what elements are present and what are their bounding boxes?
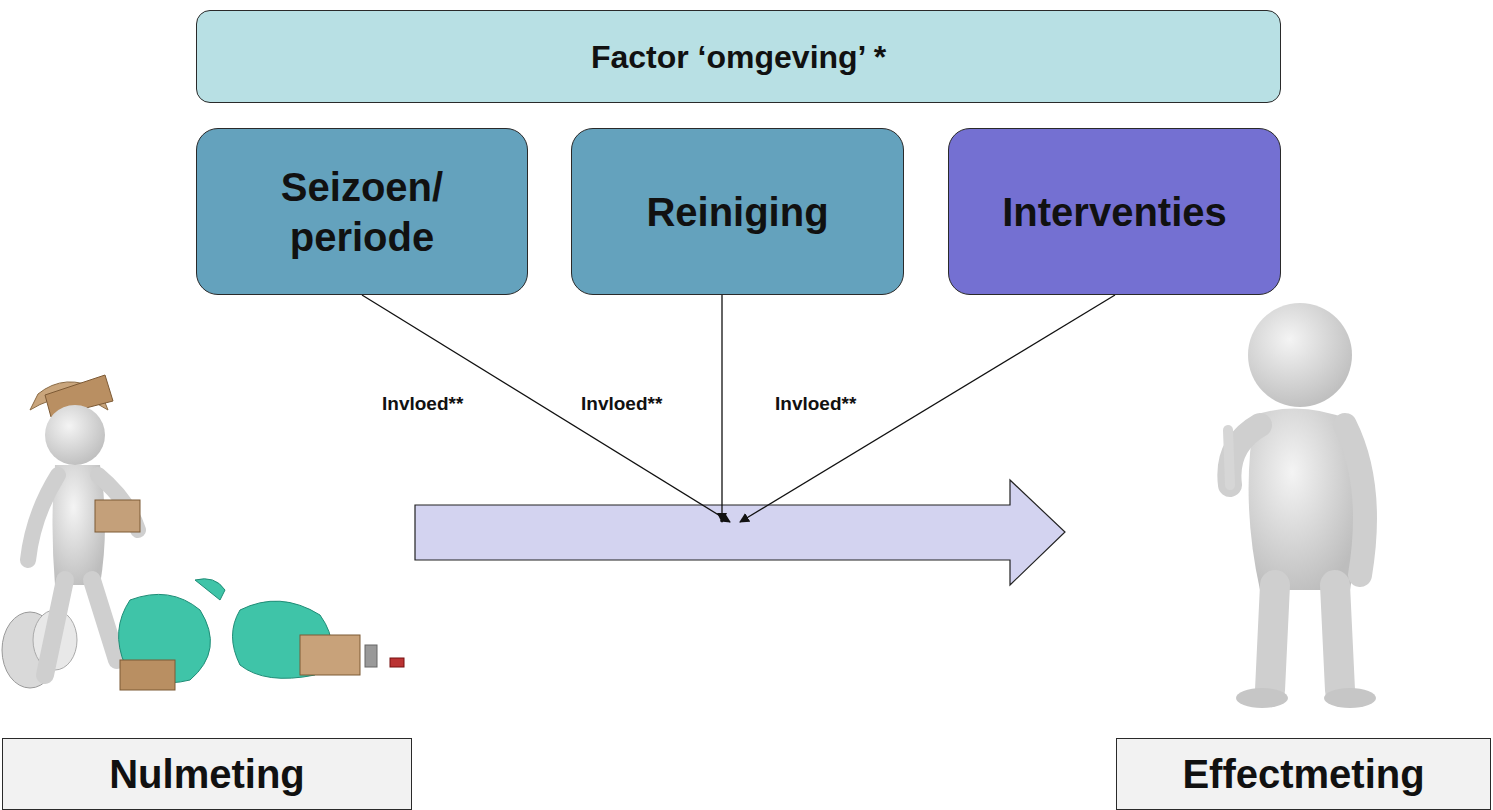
node-text: Interventies xyxy=(1002,187,1227,237)
node-text: Nulmeting xyxy=(109,749,305,799)
measurement-box: Effectmeting xyxy=(1116,738,1491,810)
littering-figure xyxy=(2,375,404,690)
process-arrow xyxy=(415,480,1065,585)
node-text: Reiniging xyxy=(646,187,828,237)
node-text: Effectmeting xyxy=(1182,749,1424,799)
node-text: Seizoen/ periode xyxy=(252,162,472,262)
factor-box: Interventies xyxy=(948,128,1281,295)
factor-box: Reiniging xyxy=(571,128,904,295)
factor-box: Seizoen/ periode xyxy=(196,128,528,295)
influence-label: Invloed** xyxy=(579,393,664,415)
influence-line xyxy=(740,295,1115,522)
influence-line xyxy=(362,295,730,522)
factor-band: Factor ‘omgeving’ * xyxy=(196,10,1281,103)
measurement-box: Nulmeting xyxy=(2,738,412,810)
influence-label: Invloed** xyxy=(380,393,465,415)
influence-label: Invloed** xyxy=(773,393,858,415)
influence-line xyxy=(721,295,722,522)
node-text: Factor ‘omgeving’ * xyxy=(591,37,886,77)
approving-figure xyxy=(1228,303,1376,708)
